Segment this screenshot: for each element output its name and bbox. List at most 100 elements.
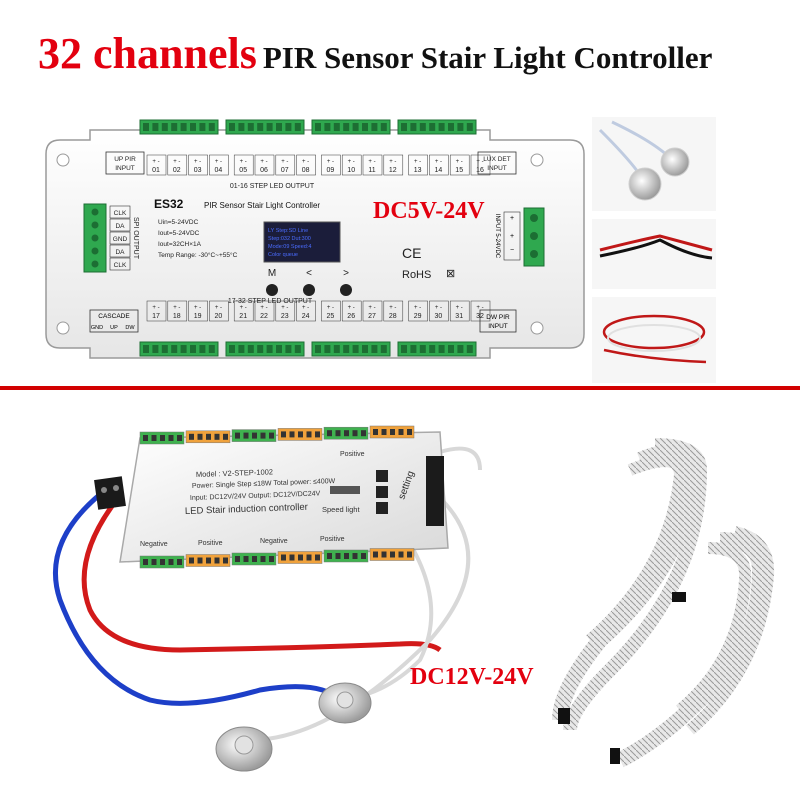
- model-label: ES32: [154, 197, 184, 211]
- svg-text:+: +: [510, 215, 514, 222]
- polarity-mark: + -: [368, 305, 375, 311]
- negative-label-2: Negative: [260, 538, 288, 545]
- positive-label-top: Positive: [340, 451, 365, 458]
- channel-number: 15: [455, 167, 463, 174]
- polarity-mark: + -: [194, 159, 201, 165]
- top-terminal-blocks: [139, 119, 477, 135]
- polarity-mark: + -: [435, 305, 442, 311]
- svg-text:GND: GND: [91, 325, 103, 331]
- oled-display: [263, 221, 341, 263]
- button-1: [376, 470, 388, 482]
- svg-text:Step:032 Dut:300: Step:032 Dut:300: [268, 236, 311, 242]
- polarity-mark: + -: [435, 159, 442, 165]
- rohs-mark: RoHS: [402, 269, 431, 281]
- channel-number: 25: [327, 313, 335, 320]
- button-label: <: [306, 268, 312, 279]
- control-button[interactable]: [266, 284, 278, 296]
- io-label: Input: DC12V/24V Output: DC12V/DC24V: [190, 490, 321, 502]
- svg-text:INPUT: INPUT: [115, 165, 135, 172]
- controller-v2-step: Model : V2-STEP-1002 Power: Single Step …: [53, 425, 482, 772]
- channel-number: 02: [173, 167, 181, 174]
- polarity-mark: + -: [240, 305, 247, 311]
- negative-label-1: Negative: [140, 541, 168, 548]
- polarity-mark: + -: [414, 159, 421, 165]
- polarity-mark: + -: [215, 159, 222, 165]
- channel-number: 21: [239, 313, 247, 320]
- polarity-mark: + -: [194, 305, 201, 311]
- voltage-label-top: DC5V-24V: [373, 198, 485, 224]
- polarity-mark: + -: [456, 159, 463, 165]
- up-pir-box: [105, 151, 145, 175]
- cascade-label: CASCADE: [98, 313, 130, 320]
- channel-number: 24: [302, 313, 310, 320]
- channel-number: 31: [455, 313, 463, 320]
- polarity-mark: + -: [368, 159, 375, 165]
- channel-number: 23: [281, 313, 289, 320]
- svg-text:LY Step:SD Line: LY Step:SD Line: [268, 228, 308, 234]
- speed-light-label: Speed light: [322, 505, 360, 514]
- spec-list: Uin=5-24VDCIout=5-24VDCIout=32CH×1ATemp …: [158, 219, 238, 259]
- polarity-mark: + -: [476, 305, 483, 311]
- polarity-mark: + -: [327, 159, 334, 165]
- channel-number: 03: [194, 167, 202, 174]
- polarity-mark: + -: [260, 305, 267, 311]
- voltage-label-bottom: DC12V-24V: [410, 664, 534, 690]
- polarity-mark: + -: [240, 159, 247, 165]
- polarity-mark: + -: [389, 159, 396, 165]
- channel-number: 09: [327, 167, 335, 174]
- channel-number: 27: [368, 313, 376, 320]
- spec-line: Temp Range: -30°C~+55°C: [158, 251, 238, 259]
- channel-number: 14: [435, 167, 443, 174]
- weee-icon: ⊠: [446, 268, 455, 280]
- control-button[interactable]: [340, 284, 352, 296]
- svg-text:DW: DW: [125, 325, 135, 331]
- polarity-mark: + -: [152, 305, 159, 311]
- title-channels: 32 channels: [38, 29, 257, 78]
- section-divider: [0, 386, 800, 390]
- polarity-mark: + -: [173, 159, 180, 165]
- control-buttons: M<>: [266, 268, 352, 296]
- channel-number: 06: [260, 167, 268, 174]
- svg-text:+: +: [510, 233, 514, 240]
- button-label: >: [343, 268, 349, 279]
- up-pir-label: UP PIR: [114, 156, 136, 163]
- polarity-mark: + -: [389, 305, 396, 311]
- cascade-box: [89, 309, 139, 333]
- channel-numbers-bottom: 17+ -18+ -19+ -20+ -21+ -22+ -23+ -24+ -…: [146, 300, 491, 322]
- channel-number: 16: [476, 167, 484, 174]
- lux-det-box: [477, 151, 517, 175]
- control-button[interactable]: [303, 284, 315, 296]
- svg-text:INPUT: INPUT: [487, 165, 507, 172]
- channel-number: 05: [239, 167, 247, 174]
- sensor-port: [426, 456, 444, 526]
- product2-name: LED Stair induction controller: [185, 502, 308, 517]
- svg-text:−: −: [510, 247, 514, 254]
- polarity-mark: + -: [173, 305, 180, 311]
- channel-number: 12: [389, 167, 397, 174]
- spi-pin: DA: [115, 223, 125, 230]
- display-window: [330, 486, 360, 494]
- polarity-mark: + -: [327, 305, 334, 311]
- output-label-1-16: 01-16 STEP LED OUTPUT: [230, 183, 315, 190]
- output-label-17-32: 17-32 STEP LED OUTPUT: [228, 298, 313, 305]
- channel-number: 18: [173, 313, 181, 320]
- polarity-mark: + -: [260, 159, 267, 165]
- polarity-mark: + -: [281, 159, 288, 165]
- channel-number: 19: [194, 313, 202, 320]
- ce-mark: CE: [402, 245, 421, 261]
- channel-number: 01: [152, 167, 160, 174]
- channel-number: 07: [281, 167, 289, 174]
- channel-number: 10: [347, 167, 355, 174]
- positive-label-2: Positive: [320, 536, 345, 543]
- polarity-mark: + -: [302, 159, 309, 165]
- polarity-mark: + -: [348, 159, 355, 165]
- accessory-photos: [592, 117, 716, 383]
- input-label: INPUT 5-24VDC: [494, 214, 500, 259]
- channel-number: 13: [414, 167, 422, 174]
- dw-pir-box: [479, 309, 517, 333]
- channel-number: 26: [347, 313, 355, 320]
- spi-pin: CLK: [114, 210, 127, 217]
- svg-text:Mode:09 Speed:4: Mode:09 Speed:4: [268, 244, 311, 250]
